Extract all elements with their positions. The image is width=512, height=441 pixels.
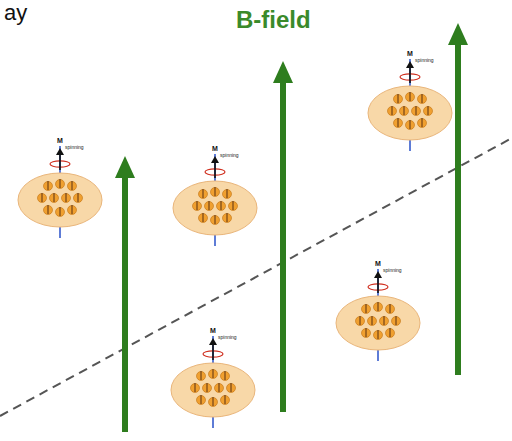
spin-label: spinning <box>218 335 237 340</box>
moment-label: M <box>57 137 63 144</box>
moment-label: M <box>375 260 381 267</box>
cropped-heading: ay <box>4 2 27 24</box>
spin-label: spinning <box>415 58 434 63</box>
moment-label: M <box>212 145 218 152</box>
moment-label: M <box>407 50 413 57</box>
moment-label: M <box>210 327 216 334</box>
spin-label: spinning <box>383 268 402 273</box>
spin-label: spinning <box>65 145 84 150</box>
spin-label: spinning <box>220 153 239 158</box>
field-label: B-field <box>236 8 311 32</box>
